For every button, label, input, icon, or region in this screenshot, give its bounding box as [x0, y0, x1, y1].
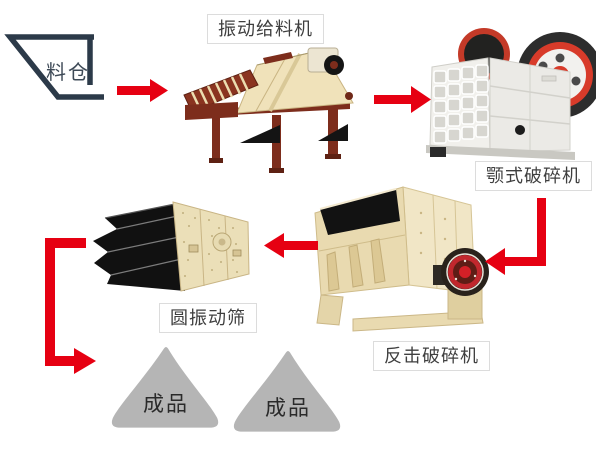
product-pile-right: 成品	[230, 350, 346, 436]
feeder-label: 振动给料机	[207, 14, 324, 44]
product-right-label: 成品	[265, 397, 311, 420]
arrow-impact-to-screen	[264, 233, 318, 258]
product-pile-right-shape	[233, 350, 341, 432]
impact-crusher-illustration	[314, 186, 489, 332]
vibrating-feeder-illustration	[183, 47, 354, 173]
hopper-icon	[4, 34, 104, 100]
vibrating-screen-label: 圆振动筛	[159, 303, 257, 333]
vibrating-screen-illustration	[93, 201, 250, 292]
arrow-screen-to-product	[45, 238, 96, 374]
arrow-feeder-to-jaw	[374, 86, 431, 113]
product-left-label: 成品	[143, 393, 189, 416]
hopper-label: 料仓	[46, 62, 90, 84]
jaw-crusher-label: 颚式破碎机	[475, 161, 592, 191]
product-pile-left: 成品	[108, 346, 224, 432]
product-pile-left-shape	[111, 346, 219, 428]
jaw-crusher-illustration	[426, 28, 596, 160]
arrow-hopper-to-feeder	[117, 79, 168, 102]
arrow-jaw-to-impact	[485, 198, 546, 275]
impact-crusher-label: 反击破碎机	[373, 341, 490, 371]
